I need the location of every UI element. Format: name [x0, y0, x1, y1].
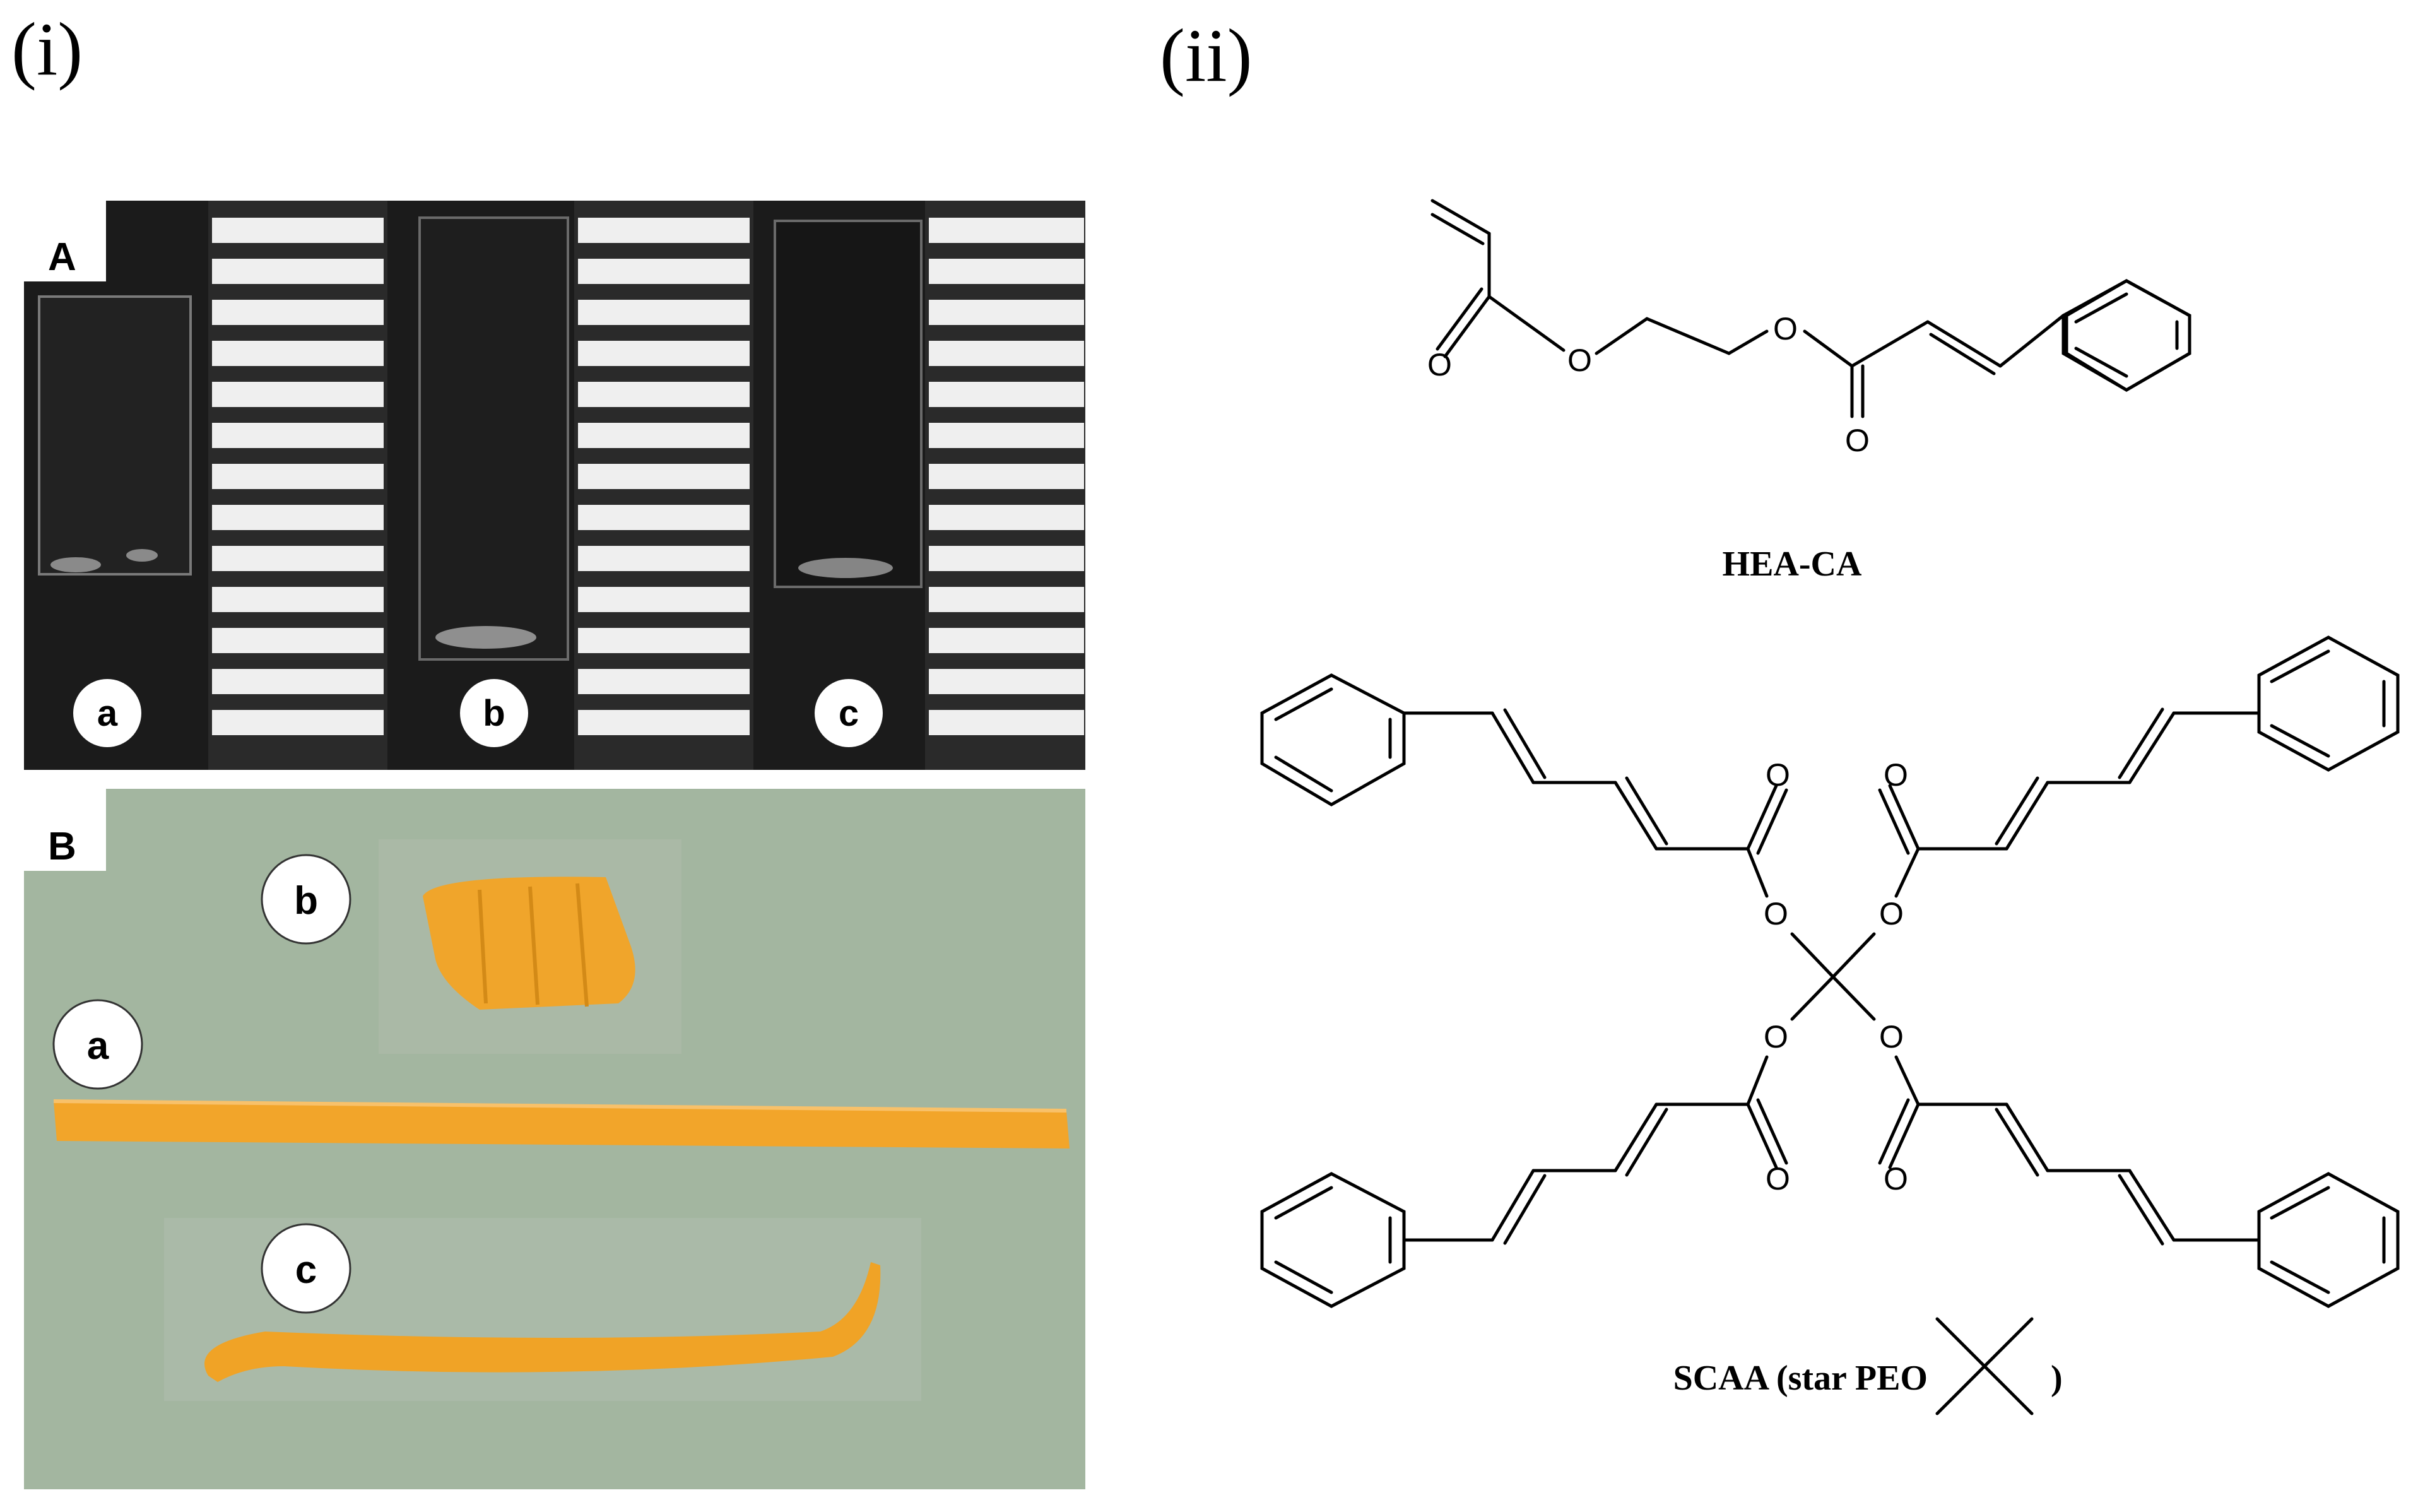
hea-ca-atom-o2: O: [1567, 343, 1592, 378]
benzene-bottom-left: [1260, 1172, 1406, 1308]
strip-label-b: b: [294, 879, 318, 923]
vial-label-b: b: [483, 693, 505, 734]
benzene-bottom-right: [2257, 1172, 2400, 1308]
scaa-atom-o: O: [1764, 1019, 1788, 1054]
scaa-atom-o: O: [1879, 896, 1904, 931]
scaa-oxygens: O O O O O O O O: [1764, 757, 1908, 1196]
hea-ca-atom-o1: O: [1427, 347, 1452, 382]
strip-a: [54, 1101, 1070, 1149]
strip-b: [423, 877, 635, 1010]
benzene-top-left: [1260, 673, 1406, 806]
vial-label-c: c: [839, 693, 859, 734]
subpanel-a-label: A: [48, 235, 76, 279]
vial-label-a: a: [97, 693, 118, 734]
scaa-structure: [1260, 635, 2400, 1415]
subpanel-b-label: B: [48, 825, 76, 868]
vial-b: [418, 216, 569, 661]
scaa-caption-suffix: ): [2051, 1359, 2063, 1398]
subpanel-a-tab: [24, 201, 106, 281]
vial-c: [774, 220, 923, 588]
subpanel-b-photo: B b a c: [24, 789, 1085, 1489]
scaa-atom-o: O: [1766, 757, 1790, 793]
hea-ca-caption: HEA-CA: [1723, 545, 1862, 584]
hea-ca-atom-o3: O: [1773, 311, 1798, 346]
subpanel-a-photo: A a b c: [24, 201, 1085, 770]
stripe-column-3: [925, 201, 1085, 770]
vial-a: [38, 295, 192, 576]
scaa-atom-o: O: [1884, 1161, 1908, 1196]
hea-ca-atom-o4: O: [1845, 423, 1870, 458]
strip-label-a: a: [87, 1024, 109, 1068]
scaa-caption-prefix: SCAA (star PEO: [1673, 1359, 1928, 1398]
hea-ca-structure: [1430, 199, 2191, 418]
part-i-label: (i): [11, 7, 83, 91]
part-ii-label: (ii): [1160, 13, 1253, 97]
scaa-atom-o: O: [1884, 757, 1908, 793]
scaa-atom-o: O: [1766, 1161, 1790, 1196]
strip-label-c: c: [295, 1248, 317, 1292]
stripe-column-2: [574, 201, 753, 770]
subpanel-b-tab: [24, 789, 106, 871]
strip-c: [204, 1262, 881, 1382]
benzene-top-right: [2257, 635, 2400, 772]
scaa-atom-o: O: [1764, 896, 1788, 931]
stripe-column-1: [208, 201, 387, 770]
scaa-atom-o: O: [1879, 1019, 1904, 1054]
